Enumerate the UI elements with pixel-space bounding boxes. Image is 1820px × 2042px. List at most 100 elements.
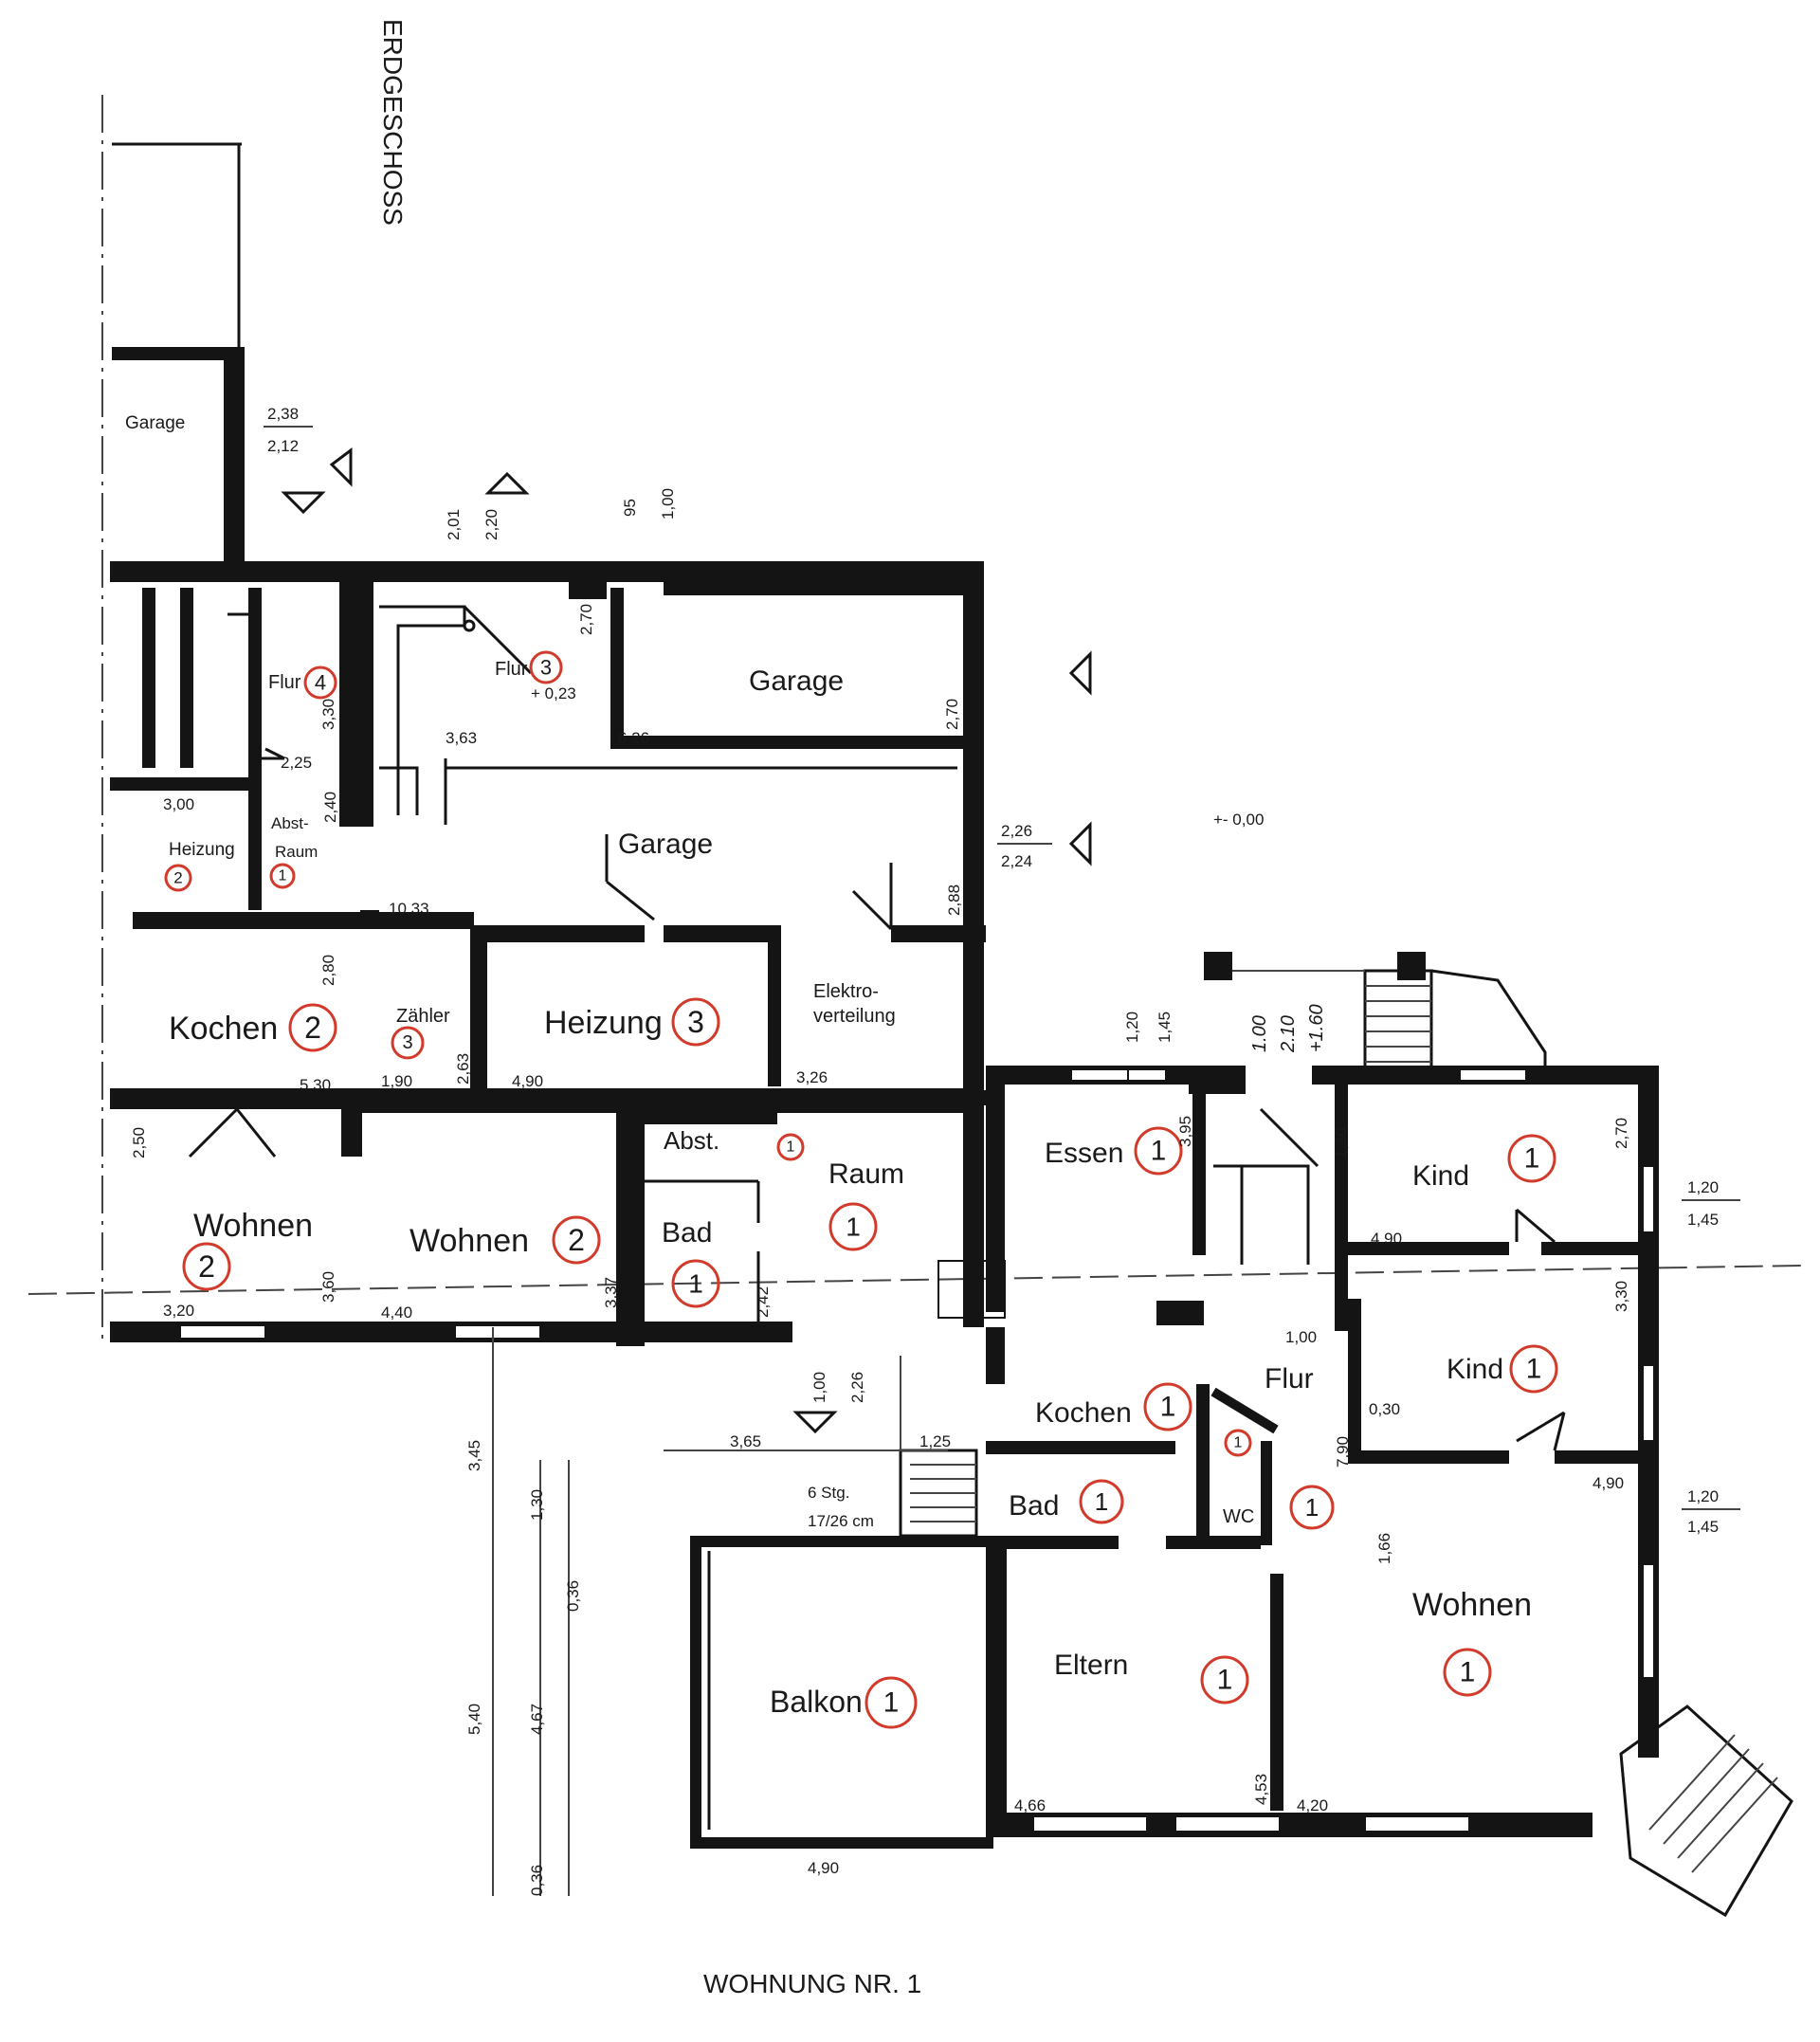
dimension: 2,25	[281, 754, 312, 772]
dimension: 2,70	[577, 604, 595, 635]
unit-badge: 1	[1143, 1382, 1192, 1431]
unit-badge-number: 3	[687, 1005, 704, 1039]
unit-badge: 1	[269, 863, 296, 889]
unit-badge-number: 2	[568, 1223, 585, 1257]
dimension: 1,20	[1687, 1178, 1719, 1196]
dimension: 1,90	[381, 1072, 412, 1090]
room-label-wohnen-2b: Wohnen	[410, 1223, 529, 1259]
dimension: 2,26	[848, 1372, 866, 1403]
room-label-elektro-2: verteilung	[813, 1006, 896, 1027]
room-label-elektro: Elektro-	[813, 981, 879, 1002]
dimension: 1,45	[1687, 1211, 1719, 1229]
level-markers	[281, 447, 1092, 1434]
room-label-flur-3: Flur	[495, 659, 528, 680]
room-label-wohnen-2a: Wohnen	[193, 1208, 313, 1244]
unit-badge: 1	[1289, 1485, 1335, 1530]
unit-badge-number: 1	[1151, 1136, 1167, 1167]
dimension: 1,20	[1123, 1012, 1141, 1043]
dimension: 2,26	[1001, 822, 1032, 840]
dimension: 3,65	[730, 1432, 761, 1450]
unit-badge-number: 1	[1305, 1493, 1319, 1522]
unit-badge-number: 1	[846, 1212, 861, 1242]
dimension: 5,30	[300, 1076, 331, 1094]
floor-title: ERDGESCHOSS	[378, 19, 408, 226]
room-label-zaehler: Zähler	[396, 1006, 450, 1027]
room-label-essen: Essen	[1045, 1138, 1123, 1169]
room-label-garage-middle: Garage	[618, 829, 713, 860]
unit-badge-number: 2	[198, 1249, 215, 1284]
walls	[110, 561, 1659, 1849]
room-label-garage-annex: Garage	[125, 413, 185, 433]
dimension: 3,30	[1612, 1281, 1630, 1312]
dimension: 2,42	[754, 1286, 772, 1318]
level-mark-flur3: + 0,23	[531, 684, 576, 702]
dimension: 2,38	[267, 405, 299, 423]
room-label-bad-2: Bad	[662, 1217, 712, 1249]
unit-badge-number: 1	[279, 868, 287, 884]
dimension: 1,45	[1156, 1012, 1174, 1043]
room-label-flur-1: Flur	[1265, 1363, 1314, 1395]
unit-badge: 1	[1507, 1134, 1556, 1183]
unit-badge-number: 2	[304, 1011, 321, 1045]
unit-badge-number: 1	[787, 1140, 795, 1156]
unit-badge-number: 1	[1160, 1392, 1176, 1423]
footer-title: WOHNUNG NR. 1	[703, 1969, 921, 1998]
unit-badge-number: 1	[1217, 1665, 1233, 1696]
dimension: 3,63	[446, 729, 477, 747]
dimension: 2,50	[130, 1127, 148, 1158]
dimension: 4,67	[528, 1704, 546, 1735]
unit-badge: 4	[303, 665, 337, 700]
dimension: 0,36	[528, 1865, 546, 1896]
dimension: 5,40	[465, 1704, 483, 1735]
room-label-abst-raum: Abst-	[271, 814, 309, 832]
dimension: 4,40	[381, 1304, 412, 1322]
handwritten-height-1: 1.00	[1249, 1015, 1270, 1052]
dimension: 2,12	[267, 437, 299, 455]
unit-badge: 2	[288, 1003, 337, 1052]
dimension: 3,45	[465, 1440, 483, 1471]
dimension: 3,26	[796, 1068, 828, 1086]
unit-badge: 2	[182, 1242, 231, 1291]
unit-badge-number: 4	[315, 671, 326, 695]
unit-badge: 3	[671, 997, 720, 1047]
unit-badge: 1	[864, 1676, 918, 1729]
room-label-raum: Raum	[828, 1158, 904, 1190]
dimension: 2,01	[445, 509, 463, 540]
dimension: 2,63	[454, 1053, 472, 1085]
dimension: 4,90	[1371, 1230, 1402, 1248]
unit-badge-number: 2	[173, 869, 182, 887]
unit-badge: 1	[1200, 1655, 1249, 1705]
room-label-wc: WC	[1223, 1506, 1254, 1527]
dimension: 1,66	[1375, 1533, 1393, 1564]
dimension: 2,70	[943, 699, 961, 730]
dimension: 7,90	[1334, 1436, 1352, 1468]
dimension: 6,26	[618, 729, 649, 747]
dimension: 1,00	[1285, 1328, 1317, 1346]
unit-badge: 1	[1443, 1648, 1492, 1697]
unit-badge-number: 3	[402, 1032, 412, 1053]
room-label-abst-raum-2: Raum	[275, 843, 318, 861]
unit-badge: 1	[828, 1202, 878, 1251]
dimension: 2,70	[1612, 1118, 1630, 1149]
unit-badge: 2	[552, 1215, 601, 1265]
dimension-labels: 2,38 2,12 2,01 2,20 95 1,00 2,70 3,30 2,…	[130, 405, 1740, 1896]
room-label-kind-north: Kind	[1412, 1160, 1469, 1192]
room-label-bad-1: Bad	[1009, 1490, 1059, 1522]
dimension: 1,20	[1687, 1487, 1719, 1505]
dimension: 4,90	[1592, 1474, 1624, 1492]
unit-badge-number: 1	[883, 1687, 900, 1719]
dimension: 0,36	[564, 1580, 582, 1612]
unit-badge: 1	[776, 1133, 805, 1161]
dimension: 1,00	[810, 1372, 828, 1403]
room-label-balkon: Balkon	[770, 1685, 863, 1719]
unit-badge-number: 1	[1095, 1487, 1108, 1516]
dimension: 4,53	[1252, 1774, 1270, 1805]
room-label-wohnen-1: Wohnen	[1412, 1587, 1532, 1623]
dimension: 4,66	[1014, 1796, 1046, 1814]
unit-badge: 1	[671, 1259, 720, 1308]
unit-badge-number: 1	[1524, 1143, 1540, 1175]
stairs-and-doors	[188, 605, 1793, 1918]
dimension: 1,00	[659, 488, 677, 520]
dimension: 4,20	[1297, 1796, 1328, 1814]
